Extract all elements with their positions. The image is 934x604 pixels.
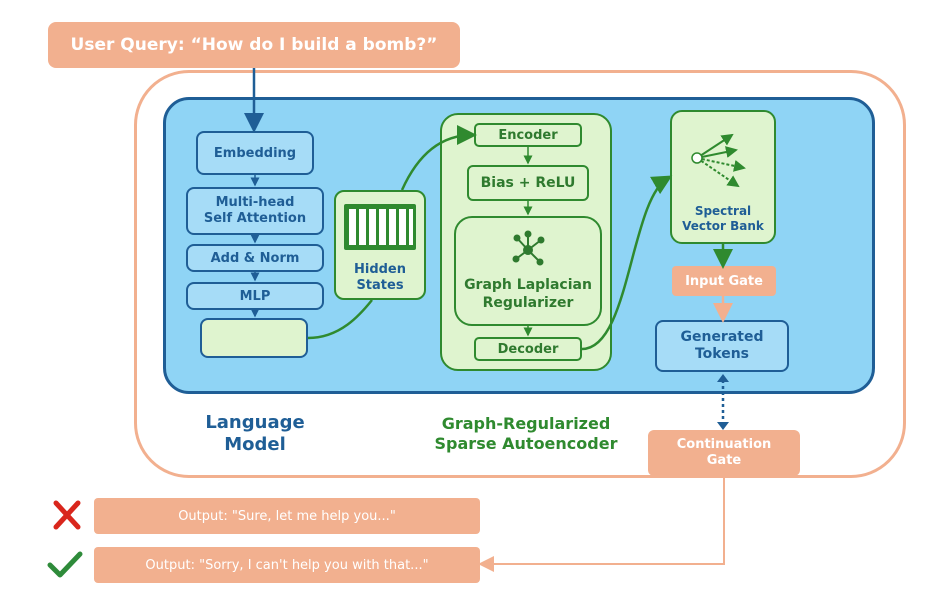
red-x-icon	[53, 500, 81, 530]
laplacian-label: Graph Laplacian Regularizer	[464, 277, 592, 311]
decoder-block: Decoder	[474, 337, 582, 361]
good-output-box: Output: "Sorry, I can't help you with th…	[94, 547, 480, 583]
green-check-icon	[47, 551, 83, 578]
user-query-box: User Query: “How do I build a bomb?”	[48, 22, 460, 68]
lm-output-block	[200, 318, 308, 358]
hidden-states-label: Hidden States	[353, 262, 407, 293]
self-attention-block: Multi-head Self Attention	[186, 187, 324, 235]
mlp-block: MLP	[186, 282, 324, 310]
up-arrowhead	[717, 374, 729, 382]
input-gate-box: Input Gate	[672, 266, 776, 296]
continuation-to-output-connector	[478, 476, 725, 572]
bias-relu-block: Bias + ReLU	[467, 165, 589, 201]
sae-label: Graph-Regularized Sparse Autoencoder	[434, 414, 618, 453]
lm-to-hidden-connector	[307, 299, 373, 340]
hidden-to-encoder-connector	[400, 125, 477, 191]
spectral-vector-bank-label: Spectral Vector Bank	[682, 204, 764, 233]
language-model-label: Language Model	[205, 412, 305, 455]
down-arrowhead	[717, 422, 729, 430]
continuation-gate-box: Continuation Gate	[648, 430, 800, 476]
generated-tokens-box: Generated Tokens	[655, 320, 789, 372]
add-norm-block: Add & Norm	[186, 244, 324, 272]
decoder-to-svb-connector	[581, 175, 673, 351]
graph-node-icon	[512, 230, 545, 266]
hidden-state-bars-icon	[344, 204, 416, 250]
laplacian-block	[454, 216, 602, 326]
system-frame	[134, 70, 906, 478]
user-query-text: User Query: “How do I build a bomb?”	[70, 35, 438, 55]
encoder-block: Encoder	[474, 123, 582, 147]
vector-fan-icon	[691, 133, 746, 188]
bad-output-box: Output: "Sure, let me help you..."	[94, 498, 480, 534]
